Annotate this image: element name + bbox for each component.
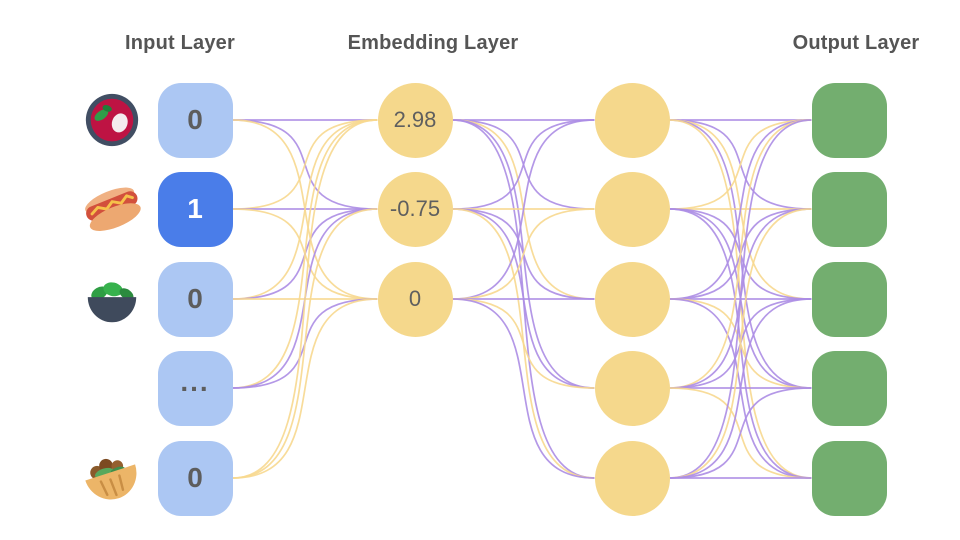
output-node (811, 261, 887, 337)
embedding-node-value: -0.75 (389, 196, 441, 221)
edge-input-to-embedding (232, 119, 378, 210)
edge-embedding-to-hidden (452, 119, 595, 210)
stuffed-flatbread-icon (81, 447, 143, 509)
embedding-node: 2.98 (377, 82, 453, 158)
hidden-node (594, 82, 670, 158)
input-node-value: 0 (187, 462, 203, 493)
edge-hidden-to-output (669, 119, 812, 210)
input-node-value: 1 (187, 193, 203, 224)
edge-embedding-to-hidden (452, 298, 595, 479)
input-node: 0 (157, 440, 233, 516)
embedding-node-value: 2.98 (393, 107, 437, 132)
output-layer-title: Output Layer (792, 32, 920, 54)
hot-dog-icon (81, 178, 143, 240)
hidden-node (594, 350, 670, 426)
green-salad-icon (81, 268, 143, 330)
input-node: ... (157, 350, 233, 426)
output-node (811, 171, 887, 247)
edge-input-to-embedding (232, 119, 378, 300)
edge-embedding-to-hidden (452, 208, 595, 300)
edge-hidden-to-output (669, 119, 812, 479)
hidden-node (594, 261, 670, 337)
edge-embedding-to-hidden (452, 119, 595, 300)
output-node (811, 82, 887, 158)
output-node (811, 440, 887, 516)
edge-input-to-embedding (232, 298, 378, 479)
edge-input-to-embedding (232, 208, 378, 479)
edge-hidden-to-output (669, 387, 812, 479)
edge-hidden-to-output (669, 119, 812, 389)
input-node: 0 (157, 261, 233, 337)
input-layer-title: Input Layer (125, 32, 235, 54)
input-node: 1 (157, 171, 233, 247)
borscht-bowl-icon (81, 89, 143, 151)
input-node: 0 (157, 82, 233, 158)
embedding-layer-title: Embedding Layer (347, 32, 519, 54)
embedding-node-value: 0 (408, 286, 422, 311)
input-node-value: 0 (187, 104, 203, 135)
hidden-node (594, 171, 670, 247)
input-node-value: ... (180, 366, 210, 397)
edge-embedding-to-hidden (452, 298, 595, 389)
edge-input-to-embedding (232, 119, 378, 479)
edge-hidden-to-output (669, 298, 812, 479)
embedding-node: -0.75 (377, 171, 453, 247)
embedding-node: 0 (377, 261, 453, 337)
output-node (811, 350, 887, 426)
edge-input-to-embedding (232, 119, 378, 389)
hidden-node (594, 440, 670, 516)
edge-hidden-to-output (669, 119, 812, 300)
input-node-value: 0 (187, 283, 203, 314)
edge-hidden-to-output (669, 208, 812, 479)
